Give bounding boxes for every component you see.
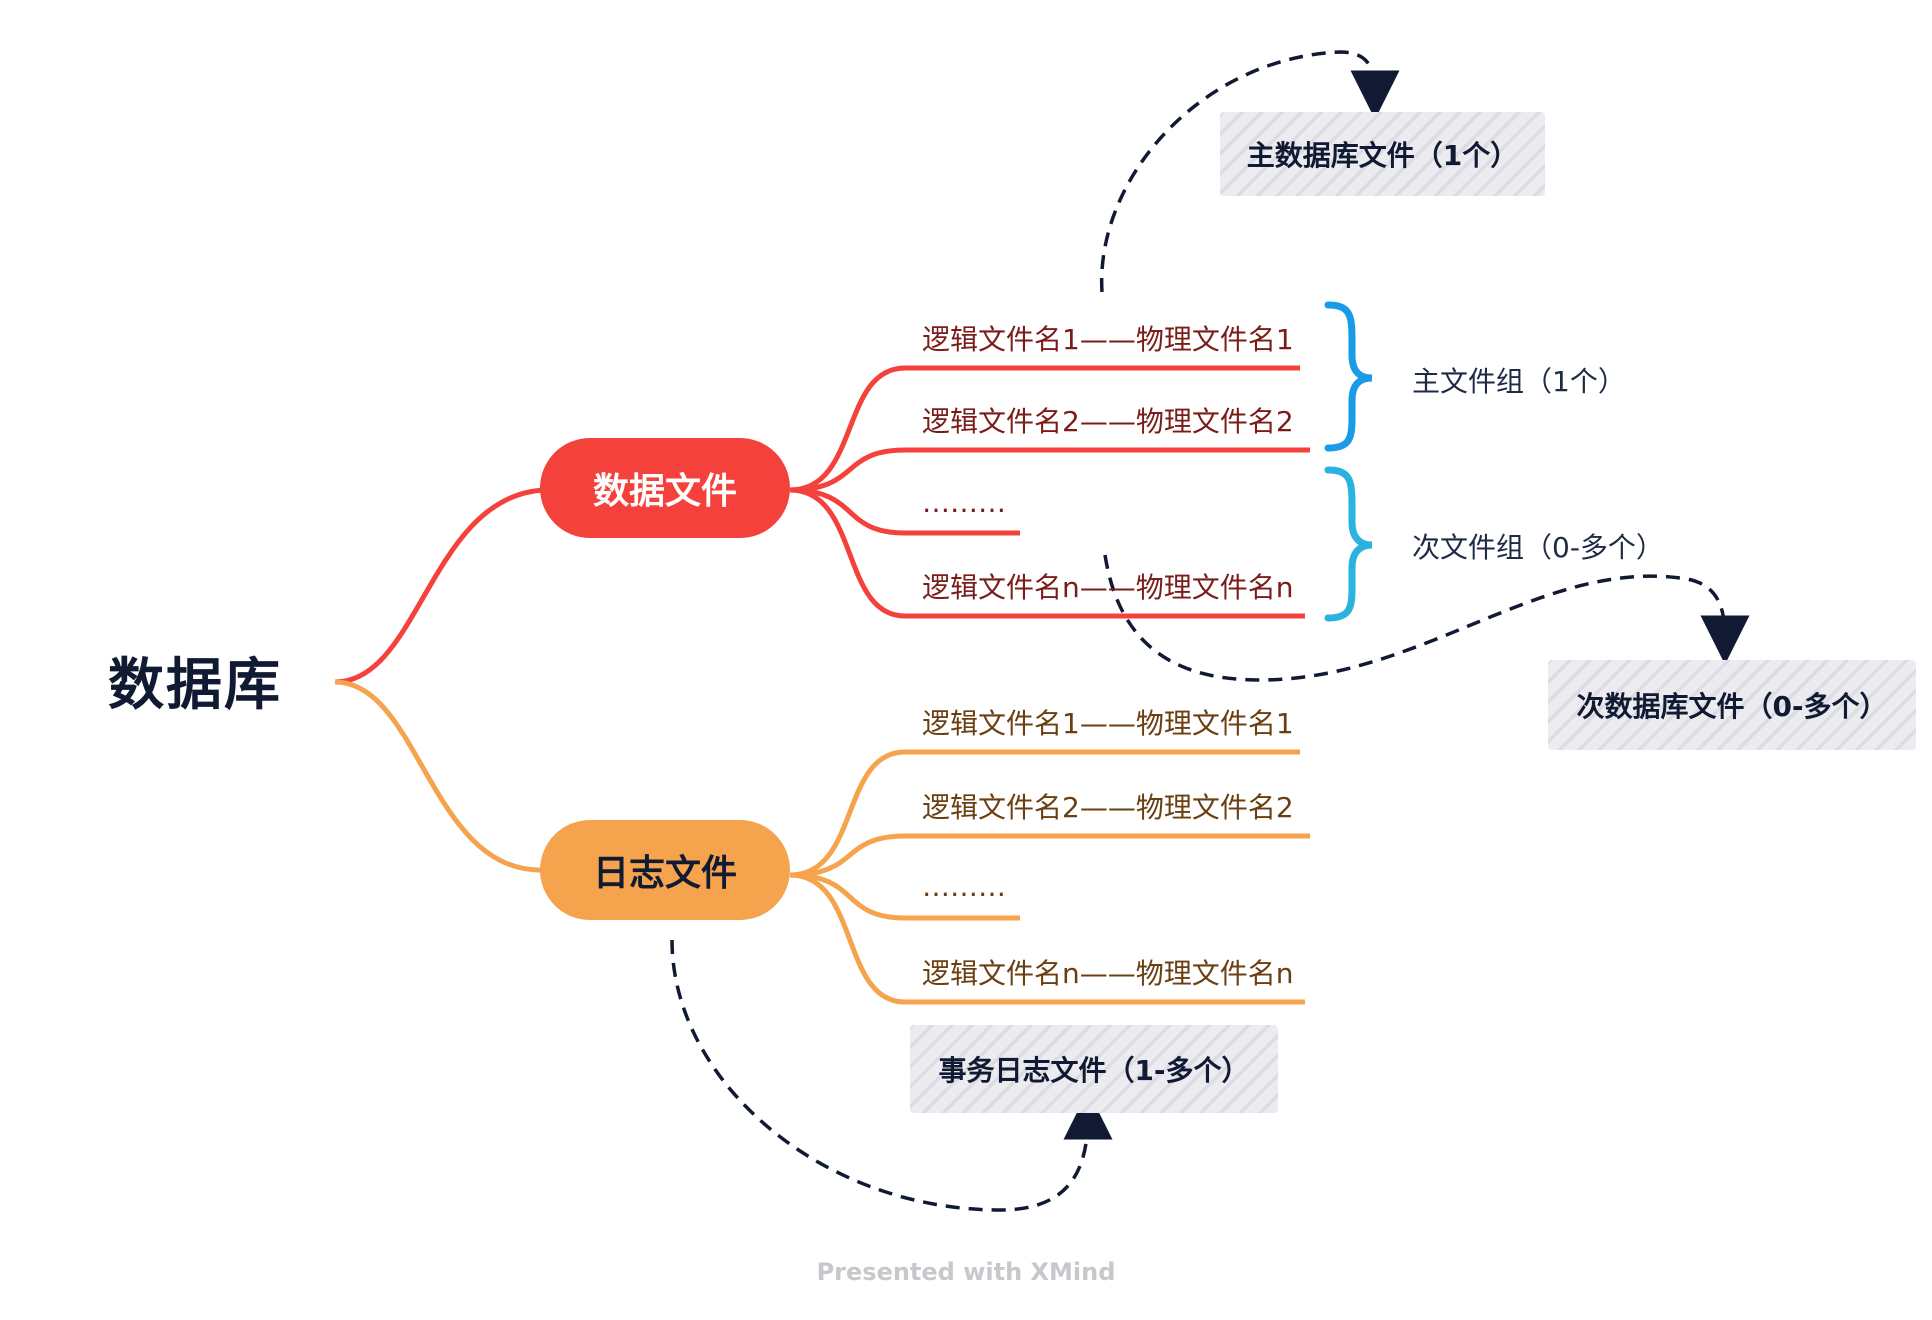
log-file-node[interactable]: 日志文件 [540,820,790,920]
log-file-item[interactable]: ……… [922,870,1006,903]
data-file-item[interactable]: 逻辑文件名2——物理文件名2 [922,405,1294,438]
root-to-log-connector [334,679,546,873]
log-leaf-connectors [789,749,1310,1005]
callout-label: 主数据库文件（1个） [1246,139,1519,172]
log-file-item[interactable]: 逻辑文件名n——物理文件名n [922,957,1294,990]
callout-hatch-background [910,1025,1278,1113]
data-file-item[interactable]: ……… [922,486,1006,519]
callout-label: 次数据库文件（0-多个） [1576,690,1888,723]
secondary-db-file-relation [1103,554,1750,682]
primary-group-brace [1324,301,1373,452]
transaction-log-callout[interactable]: 事务日志文件（1-多个） [910,1025,1278,1113]
secondary-group-brace [1324,466,1373,622]
callout-label: 事务日志文件（1-多个） [938,1054,1250,1087]
log-file-item[interactable]: 逻辑文件名1——物理文件名1 [922,707,1294,740]
data-leaf-connectors [789,365,1310,619]
secondary-db-file-callout[interactable]: 次数据库文件（0-多个） [1548,660,1916,750]
secondary-filegroup-label[interactable]: 次文件组（0-多个） [1412,531,1664,564]
primary-db-file-callout[interactable]: 主数据库文件（1个） [1220,112,1545,196]
root-to-data-connector [334,487,546,685]
transaction-log-relation [670,939,1113,1212]
primary-filegroup-label[interactable]: 主文件组（1个） [1412,365,1626,398]
callout-hatch-background [1220,112,1545,196]
footer-credit: Presented with XMind [816,1258,1116,1286]
data-file-item[interactable]: 逻辑文件名1——物理文件名1 [922,323,1294,356]
log-file-item[interactable]: 逻辑文件名2——物理文件名2 [922,791,1294,824]
data-file-node[interactable]: 数据文件 [540,438,790,538]
root-topic[interactable]: 数据库 [108,653,282,718]
data-file-item[interactable]: 逻辑文件名n——物理文件名n [922,571,1294,604]
primary-db-file-relation [1100,50,1400,293]
callout-hatch-background [1548,660,1916,750]
